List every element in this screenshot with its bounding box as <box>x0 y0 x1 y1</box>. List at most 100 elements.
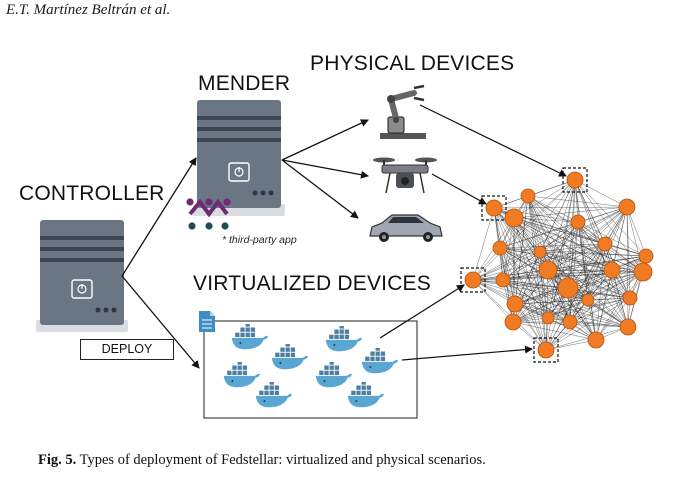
network-node <box>618 198 636 216</box>
third-party-note: * third-party app <box>222 234 297 246</box>
network-edge <box>527 195 547 351</box>
network-node <box>603 261 621 279</box>
network-edge <box>577 221 597 341</box>
network-edge <box>502 255 647 281</box>
network-edge <box>539 243 606 253</box>
network-edge <box>512 287 569 323</box>
robot-arm-icon <box>380 84 426 139</box>
network-edge <box>513 206 628 219</box>
network-edge <box>512 297 631 323</box>
network-edge <box>502 279 597 341</box>
network-node <box>533 245 547 259</box>
network-edge <box>514 206 628 305</box>
network-edge <box>514 303 571 323</box>
network-edge <box>513 217 613 271</box>
network-edge <box>512 206 628 323</box>
caption-fig-label: Fig. 5. <box>38 452 77 468</box>
network-edge <box>513 217 597 341</box>
mender-server-icon <box>193 100 285 216</box>
network-node <box>619 318 637 336</box>
network-edge <box>545 255 647 351</box>
virtualized-devices-label: VIRTUALIZED DEVICES <box>193 272 431 295</box>
network-edge <box>567 287 631 299</box>
network-edge <box>472 243 606 281</box>
network-edge <box>569 271 644 323</box>
network-edge <box>547 317 629 328</box>
network-edge <box>514 255 647 305</box>
arrow-docker-to-network-a <box>379 284 465 339</box>
network-node <box>504 208 524 228</box>
network-edge <box>502 279 589 301</box>
network-edge <box>545 339 597 351</box>
network-node <box>557 277 579 299</box>
network-edge <box>569 321 629 328</box>
network-edge <box>513 217 516 305</box>
network-edge <box>539 251 631 299</box>
arrow-controller-to-mender <box>121 157 197 277</box>
network-node <box>633 262 653 282</box>
network-node <box>538 260 558 280</box>
network-edge <box>595 243 606 341</box>
network-node <box>638 248 654 264</box>
network-edge <box>513 217 629 328</box>
network-edge <box>493 207 516 305</box>
network-node-highlight <box>460 267 486 293</box>
network-node <box>520 188 536 204</box>
network-edge <box>547 243 606 271</box>
physical-devices-label: PHYSICAL DEVICES <box>310 52 515 75</box>
network-node <box>485 199 503 217</box>
network-edge <box>502 243 606 281</box>
network-edge <box>493 206 628 209</box>
network-edge <box>574 179 647 257</box>
network-edge <box>472 207 495 281</box>
network-node <box>506 295 524 313</box>
network-edge <box>527 195 579 223</box>
network-edge <box>502 269 613 281</box>
network-edge <box>499 247 613 271</box>
network-edge <box>547 269 597 341</box>
network-edge <box>577 221 647 257</box>
network-edge <box>512 255 647 323</box>
arrow-drone-to-network <box>431 173 487 205</box>
network-edge <box>493 207 579 223</box>
network-edge <box>577 221 631 299</box>
network-node <box>587 331 605 349</box>
network-edge <box>472 279 514 323</box>
network-edge <box>472 279 629 328</box>
network-edge <box>512 269 549 323</box>
network-edge <box>574 179 628 208</box>
network-edge <box>595 269 613 341</box>
mender-label: MENDER <box>198 72 291 95</box>
network-edge <box>499 206 628 249</box>
network-edge <box>595 297 631 341</box>
network-edge <box>547 299 589 319</box>
arrow-docker-to-network-b <box>401 345 533 361</box>
network-edge <box>502 279 549 319</box>
network-node <box>570 214 586 230</box>
network-edge <box>545 271 644 351</box>
network-node-highlight <box>562 167 588 193</box>
network-edge <box>513 179 576 219</box>
network-node <box>464 271 482 289</box>
arrow-robot-to-network <box>419 104 567 177</box>
arrow-mender-to-car <box>281 159 359 219</box>
network-node <box>562 314 578 330</box>
arrow-controller-to-virtualized <box>121 275 200 369</box>
network-edge <box>514 271 644 305</box>
car-icon <box>369 214 443 242</box>
network-edge <box>527 195 613 271</box>
network-node <box>566 171 584 189</box>
network-edge <box>513 217 579 223</box>
network-edge <box>527 195 541 253</box>
network-edge <box>527 195 571 323</box>
network-edge <box>472 221 579 281</box>
network-edge <box>472 251 541 281</box>
controller-server-icon <box>36 220 128 332</box>
network-edge <box>513 217 549 319</box>
controller-label: CONTROLLER <box>19 182 165 205</box>
network-node <box>495 272 511 288</box>
network-edge <box>539 206 628 253</box>
network-edge <box>574 179 597 341</box>
network-edge <box>502 195 529 281</box>
